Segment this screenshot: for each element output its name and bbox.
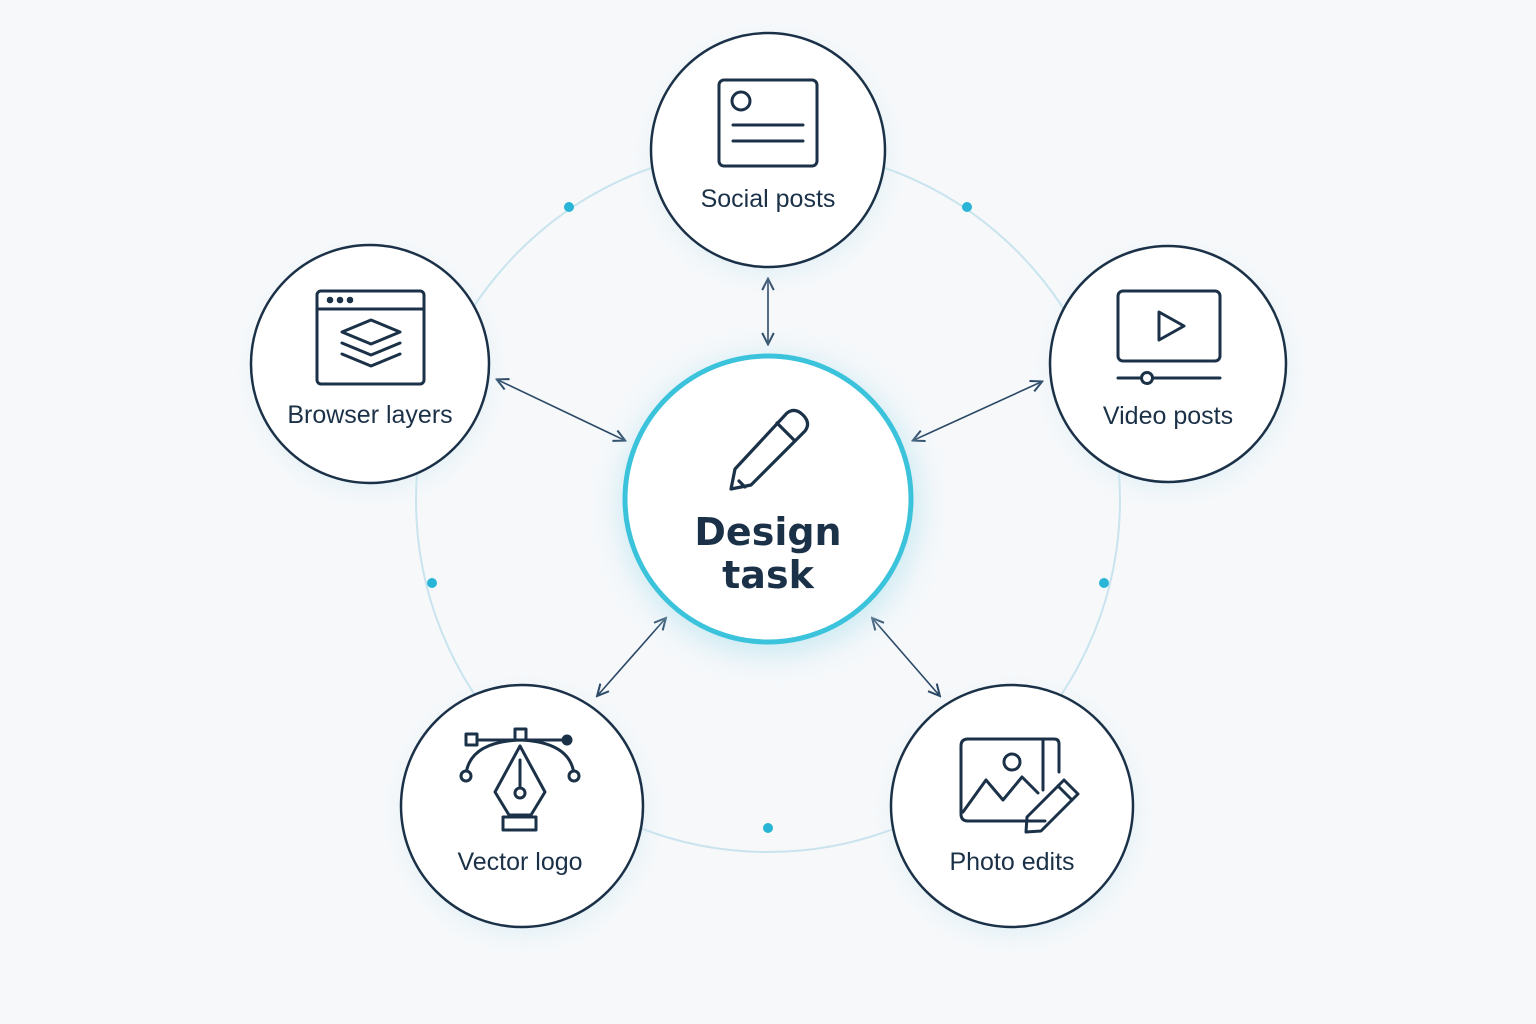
node-label: Video posts	[1103, 402, 1233, 430]
orbit-dot	[1099, 578, 1109, 588]
arrow-browser-layers	[498, 380, 624, 440]
center-circle	[622, 353, 914, 645]
node-video-posts: Video posts	[1048, 244, 1288, 490]
node-label: Photo edits	[949, 848, 1074, 876]
orbit-dot	[962, 202, 972, 212]
node-circle	[399, 683, 645, 929]
orbit-dots	[427, 202, 1109, 833]
photo-edit-icon	[959, 737, 1080, 834]
node-circle	[889, 683, 1135, 929]
pen-tool-icon	[459, 727, 581, 832]
arrow-photo-edits	[873, 619, 939, 695]
browser-layers-icon	[315, 289, 426, 386]
center-node: Design task	[620, 353, 920, 656]
node-browser-layers: Browser layers	[249, 243, 491, 490]
node-social-posts: Social posts	[649, 31, 888, 276]
node-circle	[649, 31, 887, 269]
connector-arrows	[498, 280, 1041, 695]
node-label: Browser layers	[287, 401, 452, 429]
node-label: Social posts	[701, 185, 836, 213]
node-label: Vector logo	[457, 848, 582, 876]
video-player-icon	[1116, 289, 1222, 385]
node-circle	[1048, 244, 1288, 484]
node-vector-logo: Vector logo	[399, 683, 646, 936]
center-label-line1: Design	[694, 510, 841, 554]
pencil-icon	[729, 408, 810, 491]
social-card-icon	[717, 78, 819, 168]
orbit-dot	[427, 578, 437, 588]
orbit-dot	[564, 202, 574, 212]
orbit-dot	[763, 823, 773, 833]
node-photo-edits: Photo edits	[889, 683, 1136, 936]
arrow-vector-logo	[598, 619, 665, 695]
arrow-video-posts	[914, 382, 1041, 440]
center-label-line2: task	[722, 553, 814, 597]
